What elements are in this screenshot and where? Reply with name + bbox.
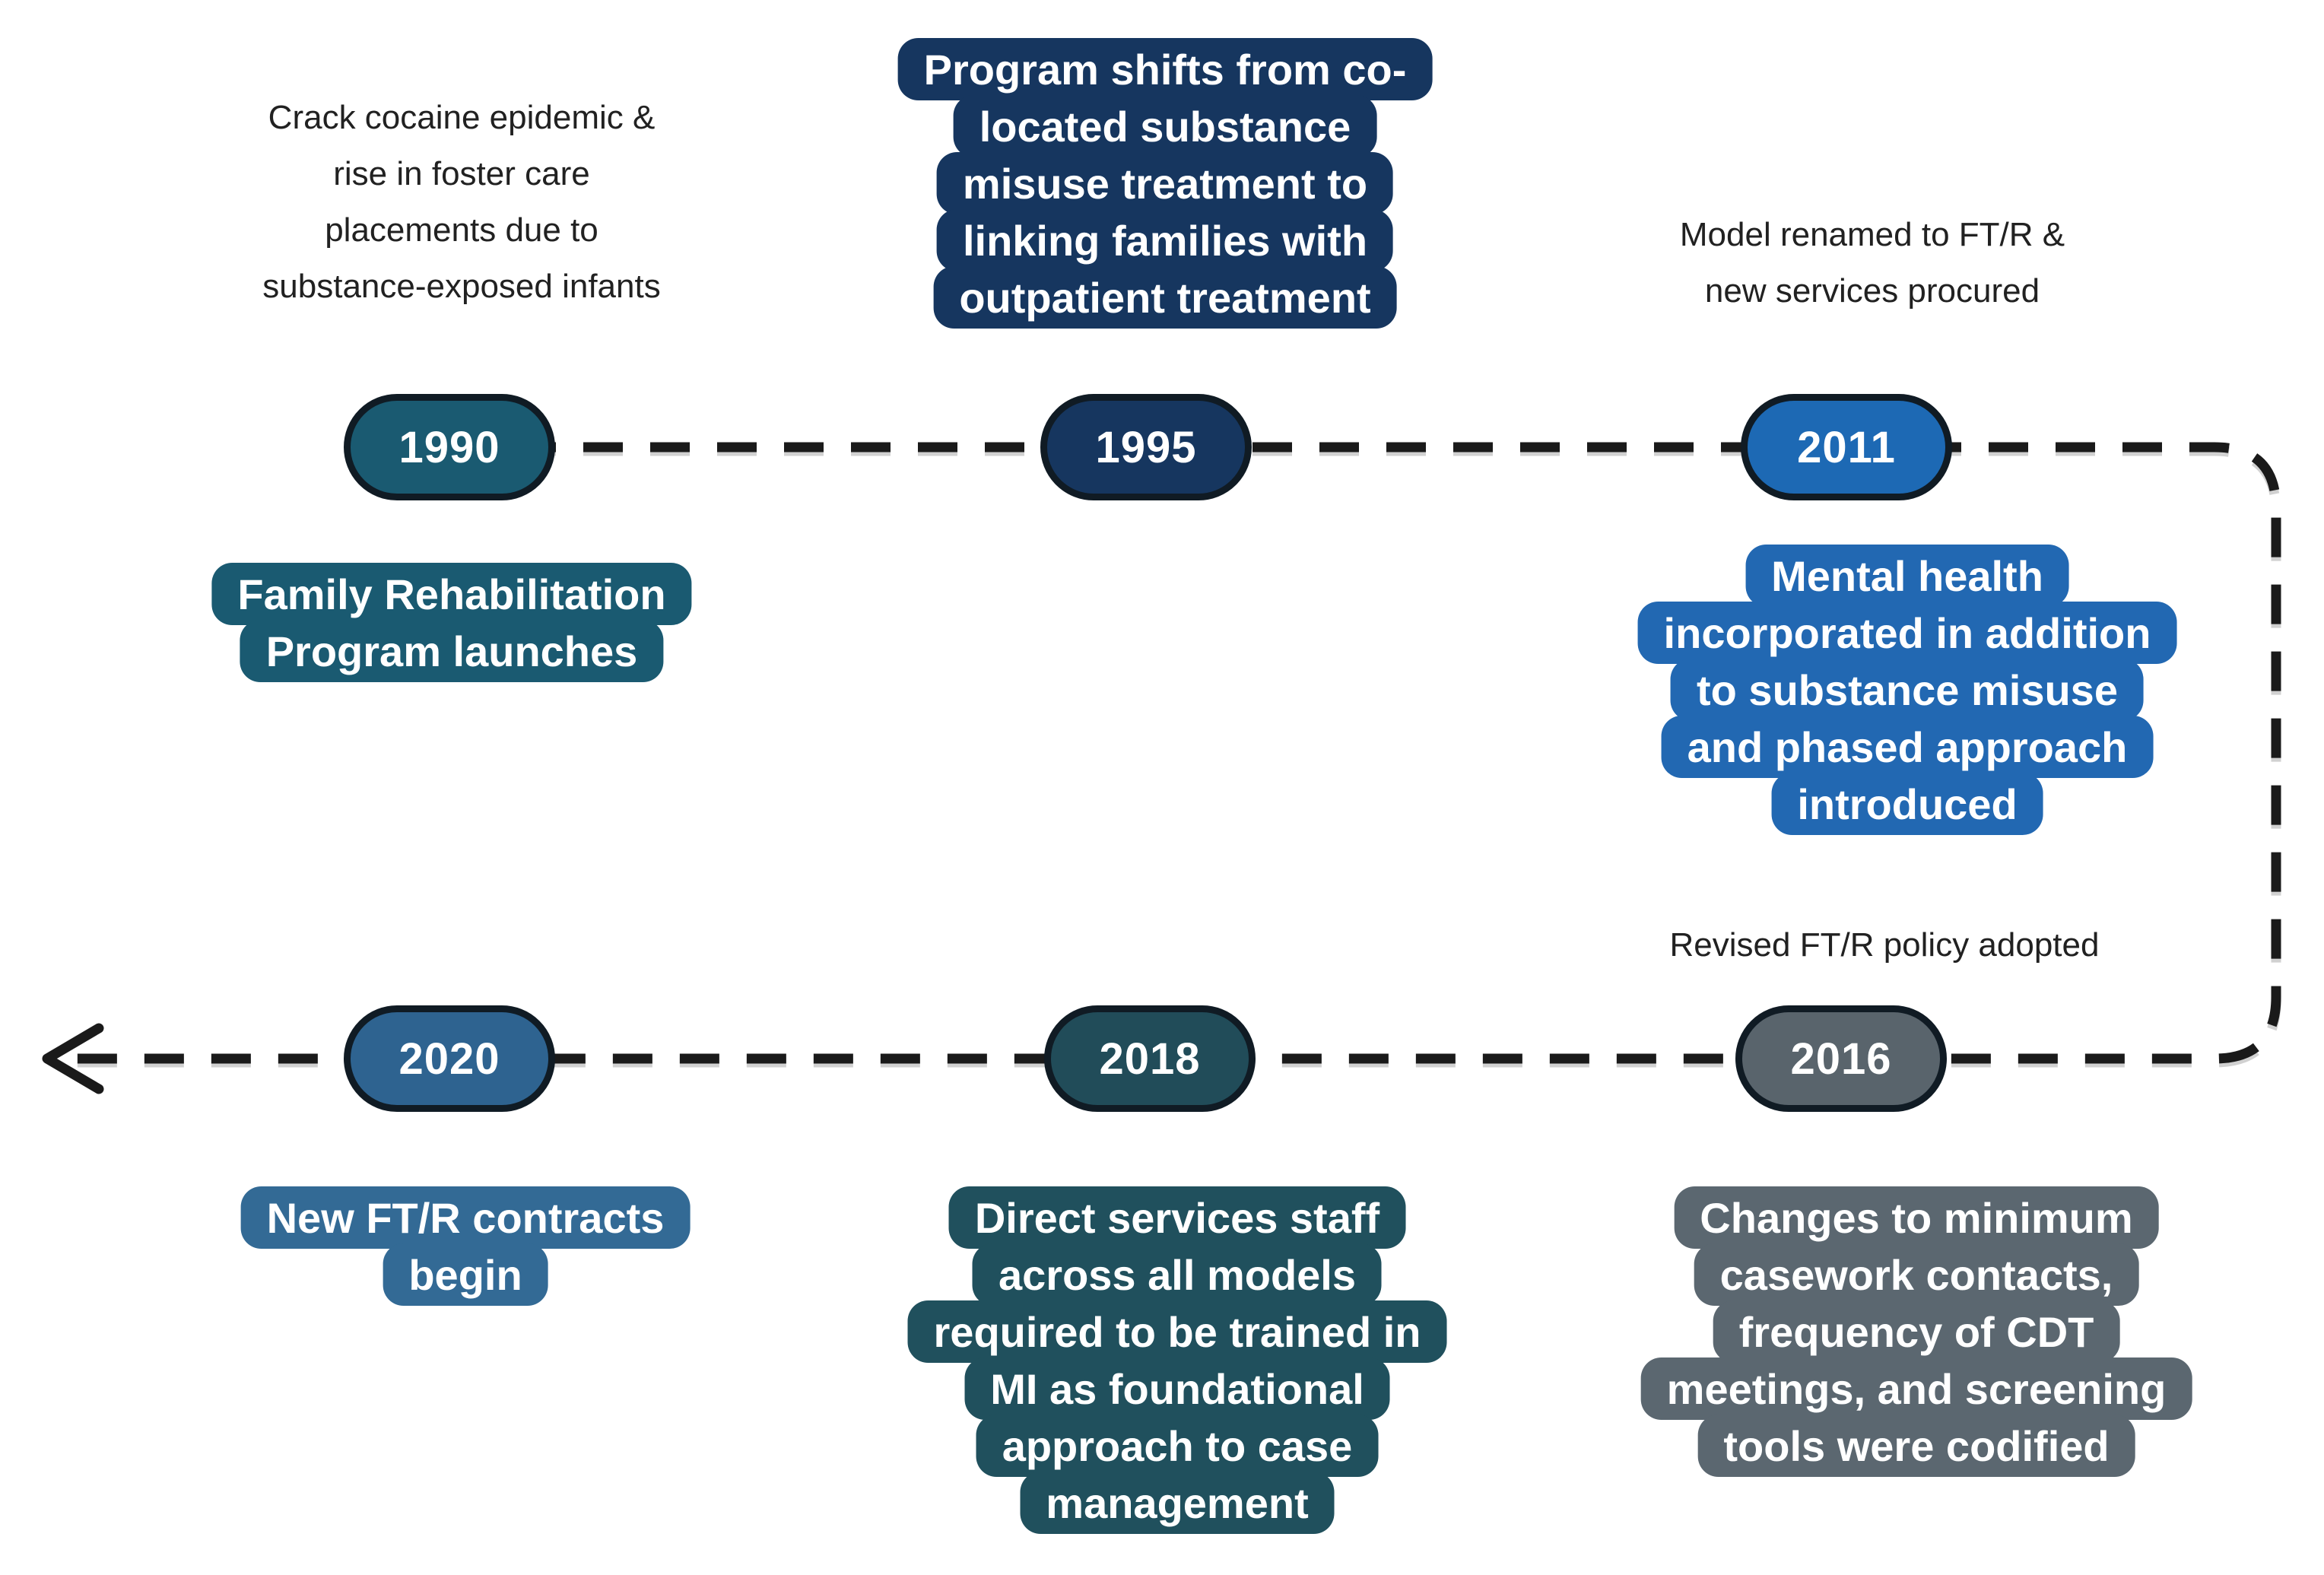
event-note-1990: Crack cocaine epidemic & rise in foster … bbox=[262, 99, 661, 305]
highlight-line: management bbox=[1020, 1472, 1335, 1534]
year-label-2020: 2020 bbox=[398, 1034, 500, 1084]
highlight-line: New FT/R contracts bbox=[240, 1186, 691, 1249]
year-pill-1995: 1995 bbox=[1040, 394, 1252, 500]
highlight-line: misuse treatment to bbox=[936, 152, 1394, 214]
year-label-1995: 1995 bbox=[1095, 422, 1197, 472]
event-note-2011: Model renamed to FT/R & new services pro… bbox=[1679, 216, 2065, 310]
highlight-line: incorporated in addition bbox=[1637, 602, 2177, 664]
highlight-line: MI as foundational bbox=[964, 1357, 1390, 1420]
highlight-line: Program launches bbox=[240, 620, 664, 682]
highlight-box-2018: Direct services staff across all models … bbox=[907, 1186, 1447, 1534]
year-pill-2020: 2020 bbox=[344, 1005, 555, 1112]
highlight-box-2011: Mental health incorporated in addition t… bbox=[1637, 545, 2177, 835]
year-pill-2018: 2018 bbox=[1044, 1005, 1256, 1112]
highlight-line: approach to case bbox=[976, 1415, 1379, 1477]
highlight-box-2020: New FT/R contracts begin bbox=[240, 1186, 691, 1306]
highlight-line: Program shifts from co- bbox=[897, 38, 1433, 100]
highlight-line: outpatient treatment bbox=[933, 266, 1397, 329]
year-pill-2011: 2011 bbox=[1741, 394, 1952, 500]
highlight-line: Changes to minimum bbox=[1674, 1186, 2159, 1249]
highlight-line: linking families with bbox=[936, 209, 1394, 271]
highlight-line: Mental health bbox=[1745, 545, 2069, 607]
highlight-line: across all models bbox=[972, 1243, 1382, 1306]
highlight-line: casework contacts, bbox=[1694, 1243, 2139, 1306]
highlight-line: to substance misuse bbox=[1671, 659, 2144, 721]
year-label-2011: 2011 bbox=[1797, 422, 1896, 472]
timeline-dashed-path bbox=[70, 442, 2281, 1064]
highlight-line: Direct services staff bbox=[948, 1186, 1406, 1249]
highlight-line: introduced bbox=[1771, 773, 2043, 835]
highlight-line: Family Rehabilitation bbox=[211, 563, 692, 625]
highlight-box-2016: Changes to minimum casework contacts, fr… bbox=[1640, 1186, 2192, 1477]
highlight-line: and phased approach bbox=[1661, 716, 2154, 778]
year-label-2016: 2016 bbox=[1790, 1034, 1892, 1084]
year-pill-2016: 2016 bbox=[1735, 1005, 1947, 1112]
highlight-line: tools were codified bbox=[1697, 1415, 2135, 1477]
highlight-box-1995: Program shifts from co- located substanc… bbox=[897, 38, 1433, 329]
highlight-line: meetings, and screening bbox=[1640, 1357, 2192, 1420]
event-note-2016: Revised FT/R policy adopted bbox=[1669, 926, 2100, 964]
highlight-line: required to be trained in bbox=[907, 1300, 1447, 1363]
highlight-line: located substance bbox=[953, 95, 1377, 157]
highlight-line: begin bbox=[383, 1243, 548, 1306]
highlight-line: frequency of CDT bbox=[1713, 1300, 2120, 1363]
year-pill-1990: 1990 bbox=[344, 394, 555, 500]
highlight-box-1990: Family Rehabilitation Program launches bbox=[211, 563, 692, 682]
left-arrow-icon bbox=[42, 1023, 104, 1094]
year-label-1990: 1990 bbox=[398, 422, 500, 472]
year-label-2018: 2018 bbox=[1099, 1034, 1201, 1084]
